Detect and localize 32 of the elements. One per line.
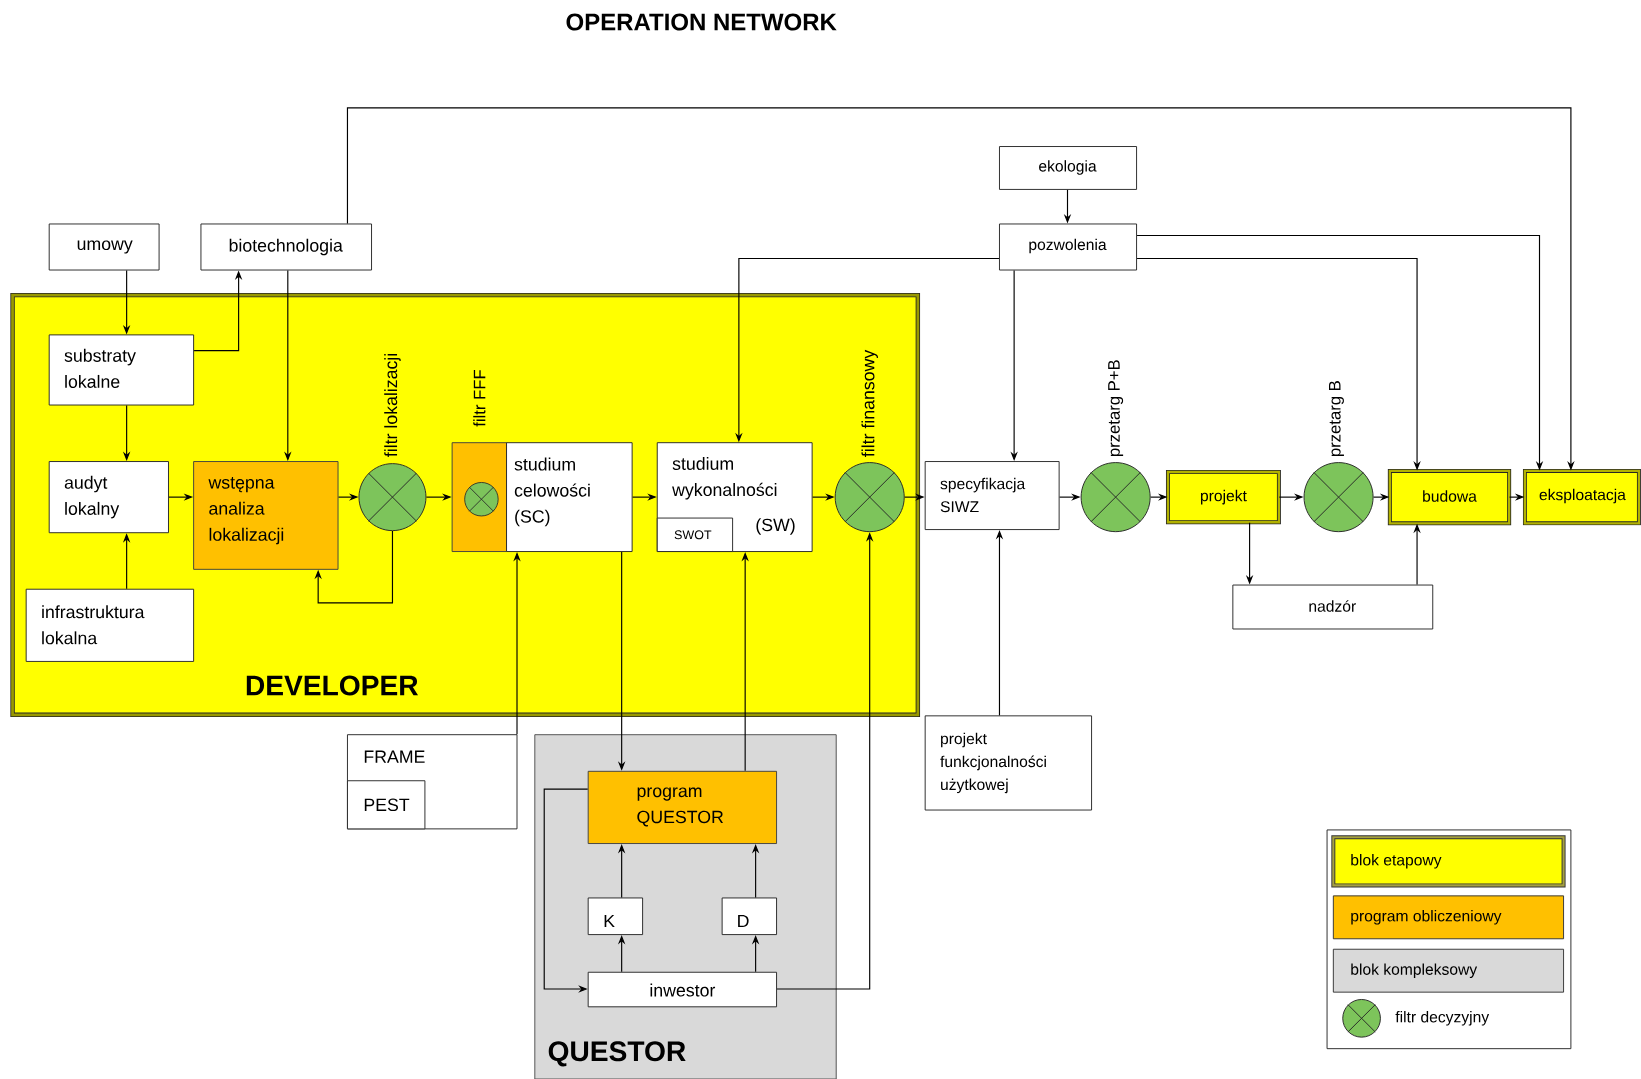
process-box: projekt funkcjonalności użytkowej: [924, 715, 1093, 811]
program-box: program QUESTOR: [587, 770, 778, 844]
title: OPERATION NETWORK: [566, 13, 837, 31]
stage-box: eksploatacja: [1522, 468, 1641, 526]
process-box: PEST: [347, 780, 426, 830]
filter-label: filtr FFF: [473, 370, 486, 427]
process-box: inwestor: [587, 971, 778, 1008]
filter-label: filtr lokalizacji: [384, 353, 401, 457]
process-box: pozwolenia: [999, 223, 1138, 271]
process-box: audyt lokalny: [48, 461, 169, 534]
process-box: infrastruktura lokalna: [25, 588, 195, 662]
process-box: SWOT: [656, 517, 734, 552]
legend-label: blok etapowy: [1351, 854, 1442, 869]
process-box: substraty lokalne: [48, 334, 195, 406]
filter-label: filtr finansowy: [861, 349, 878, 457]
stage-box: projekt: [1166, 470, 1281, 525]
process-box: umowy: [48, 223, 160, 271]
process-box: biotechnologia: [200, 223, 372, 271]
legend-label: filtr decyzyjny: [1395, 1011, 1490, 1026]
stage-box: budowa: [1387, 468, 1512, 526]
process-box: D: [721, 897, 777, 936]
process-box: K: [587, 897, 644, 936]
process-box: specyfikacja SIWZ: [924, 461, 1060, 531]
filter-label: przetarg B: [1329, 381, 1344, 457]
process-box: studium celowości (SC): [506, 442, 633, 552]
legend-label: program obliczeniowy: [1351, 910, 1502, 925]
filter-label: przetarg P+B: [1108, 360, 1124, 457]
legend-label: blok kompleksowy: [1351, 963, 1478, 978]
program-box: wstępna analiza lokalizacji: [193, 461, 339, 570]
process-box: nadzór: [1232, 584, 1434, 630]
process-box: ekologia: [999, 146, 1138, 190]
arrow: [314, 530, 394, 604]
